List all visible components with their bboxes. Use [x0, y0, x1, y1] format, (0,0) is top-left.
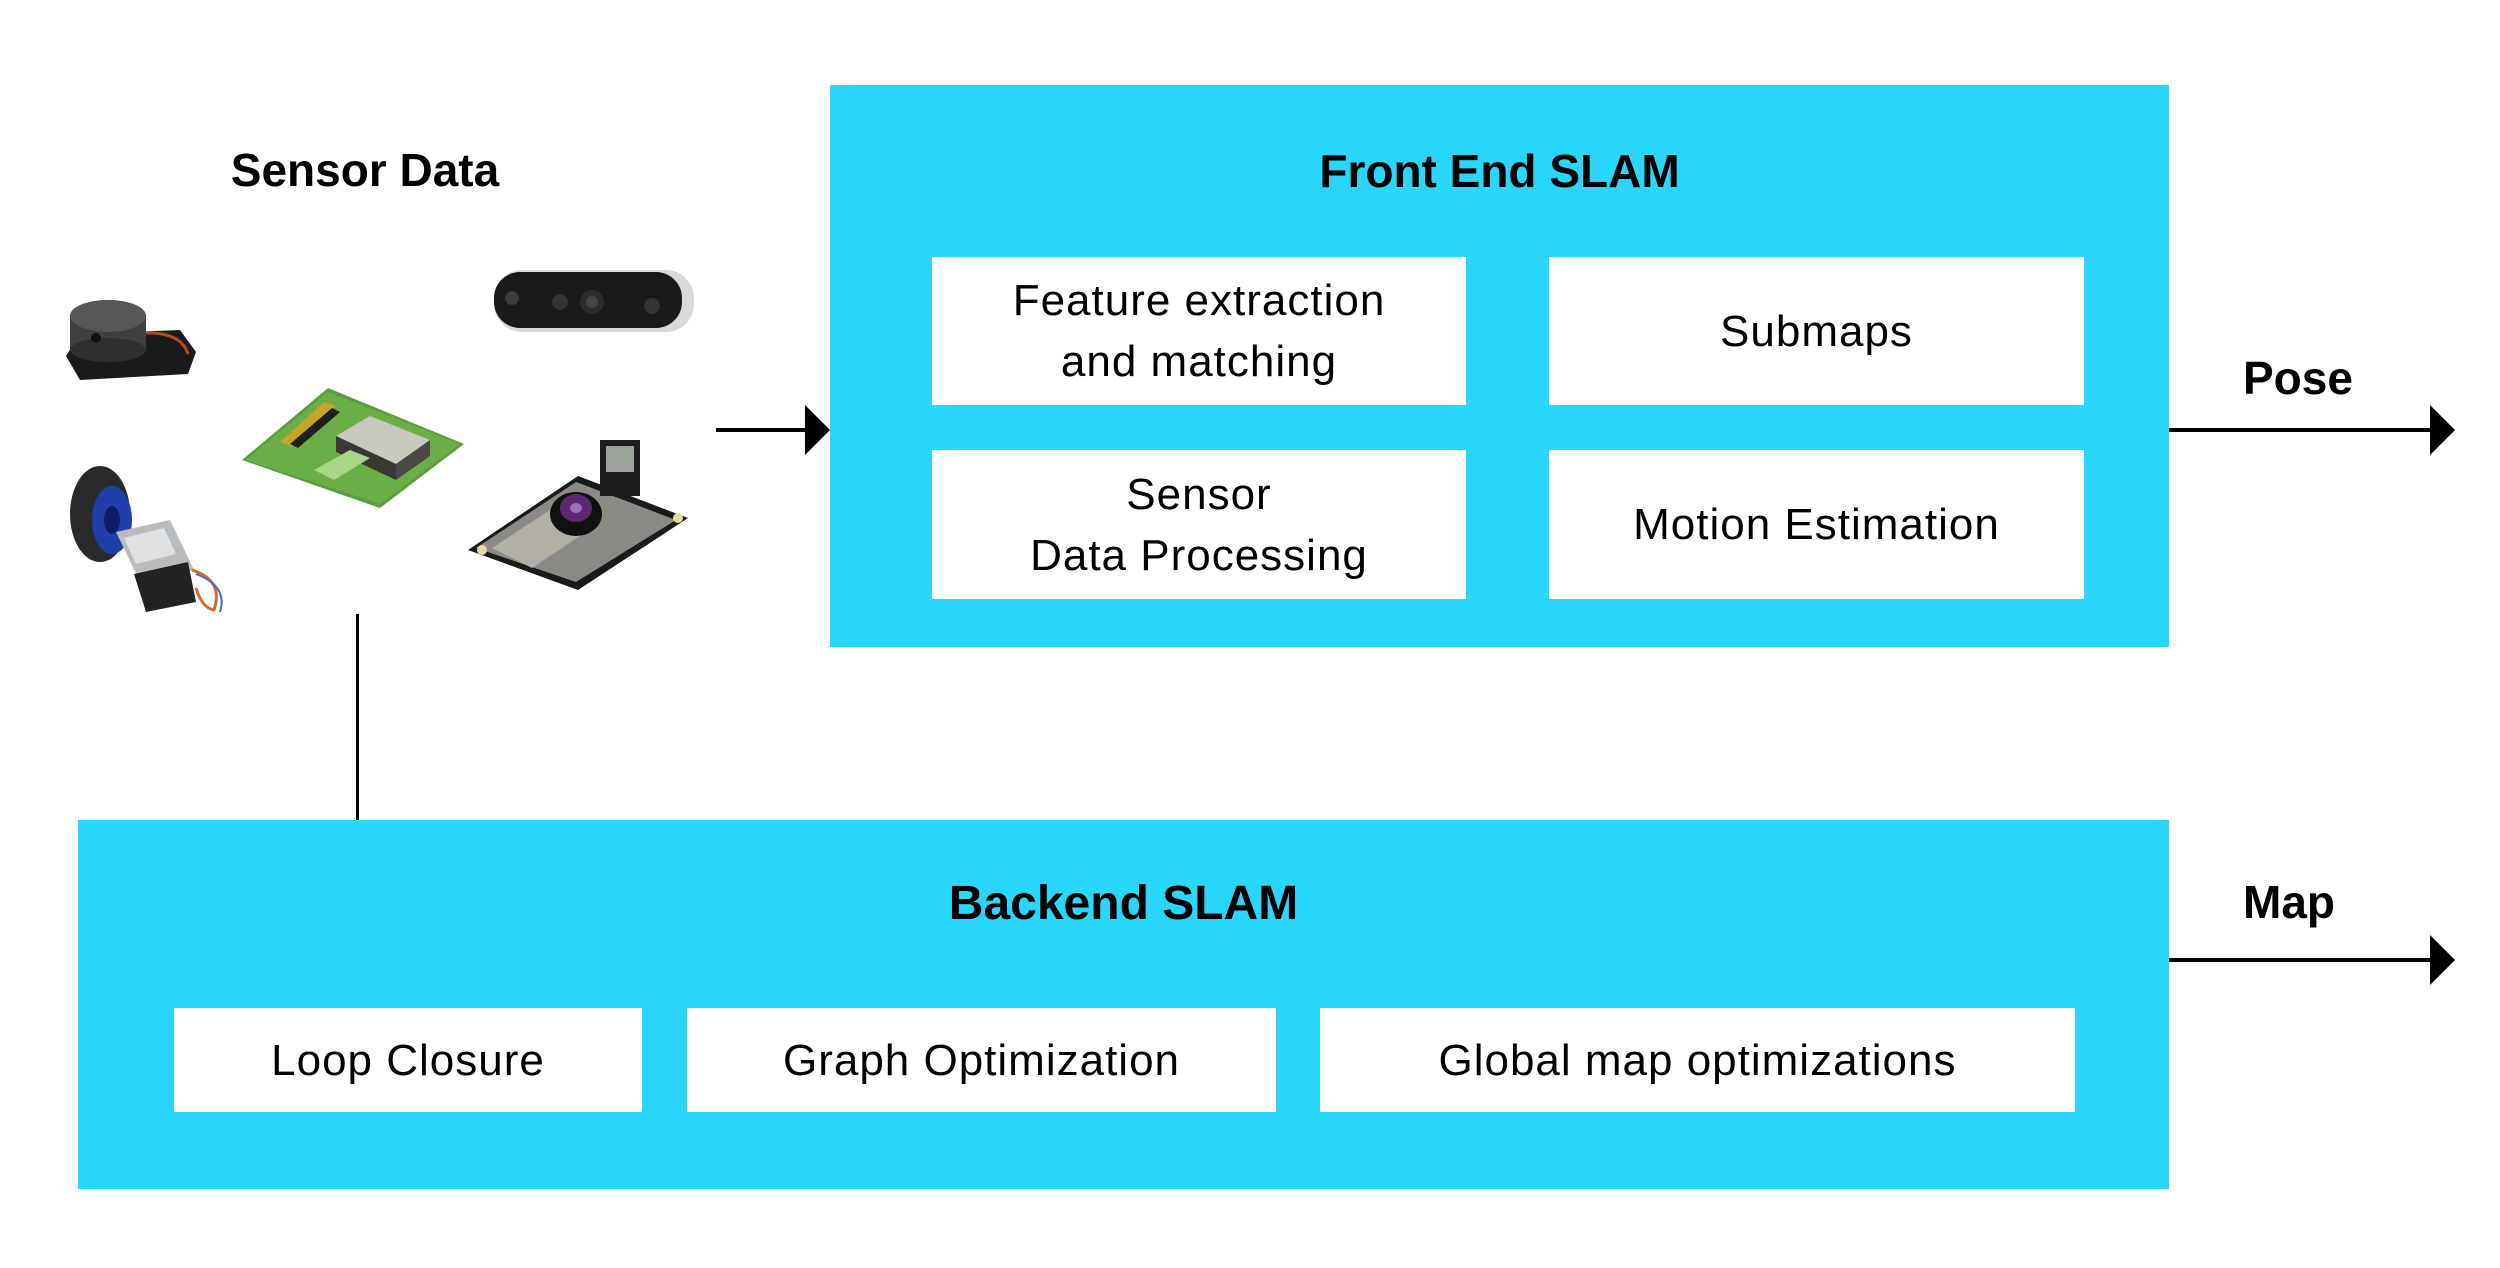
sensor-data-processing-card: Sensor Data Processing: [932, 450, 1466, 599]
loop-closure-card: Loop Closure: [174, 1008, 642, 1112]
input-arrow-head-icon: [805, 405, 830, 455]
graph-optimization-card: Graph Optimization: [687, 1008, 1276, 1112]
map-arrow-head-icon: [2430, 935, 2455, 985]
input-arrow-line: [716, 428, 808, 432]
map-label: Map: [2243, 876, 2335, 928]
pose-arrow-line: [2169, 428, 2433, 432]
wheel-motor-icon: [70, 466, 223, 613]
backend-slam-title: Backend SLAM: [948, 877, 1299, 930]
feature-extraction-card: Feature extraction and matching: [932, 257, 1466, 405]
global-map-optimizations-card: Global map optimizations: [1320, 1008, 2075, 1112]
camera-board-icon: [468, 440, 688, 590]
motion-estimation-card: Motion Estimation: [1549, 450, 2084, 599]
imu-board-icon: [242, 388, 464, 508]
front-end-slam-panel: Front End SLAM Feature extraction and ma…: [830, 85, 2169, 647]
sensor-backend-connector: [356, 614, 359, 820]
submaps-card: Submaps: [1549, 257, 2084, 405]
front-end-slam-title: Front End SLAM: [1319, 145, 1680, 197]
pose-label: Pose: [2243, 352, 2353, 404]
backend-slam-panel: Backend SLAM Loop Closure Graph Optimiza…: [78, 820, 2169, 1189]
map-arrow-line: [2169, 958, 2433, 962]
lidar-icon: [66, 300, 196, 380]
pose-arrow-head-icon: [2430, 405, 2455, 455]
sensor-data-title: Sensor Data: [230, 144, 500, 196]
stereo-camera-icon: [494, 270, 694, 332]
